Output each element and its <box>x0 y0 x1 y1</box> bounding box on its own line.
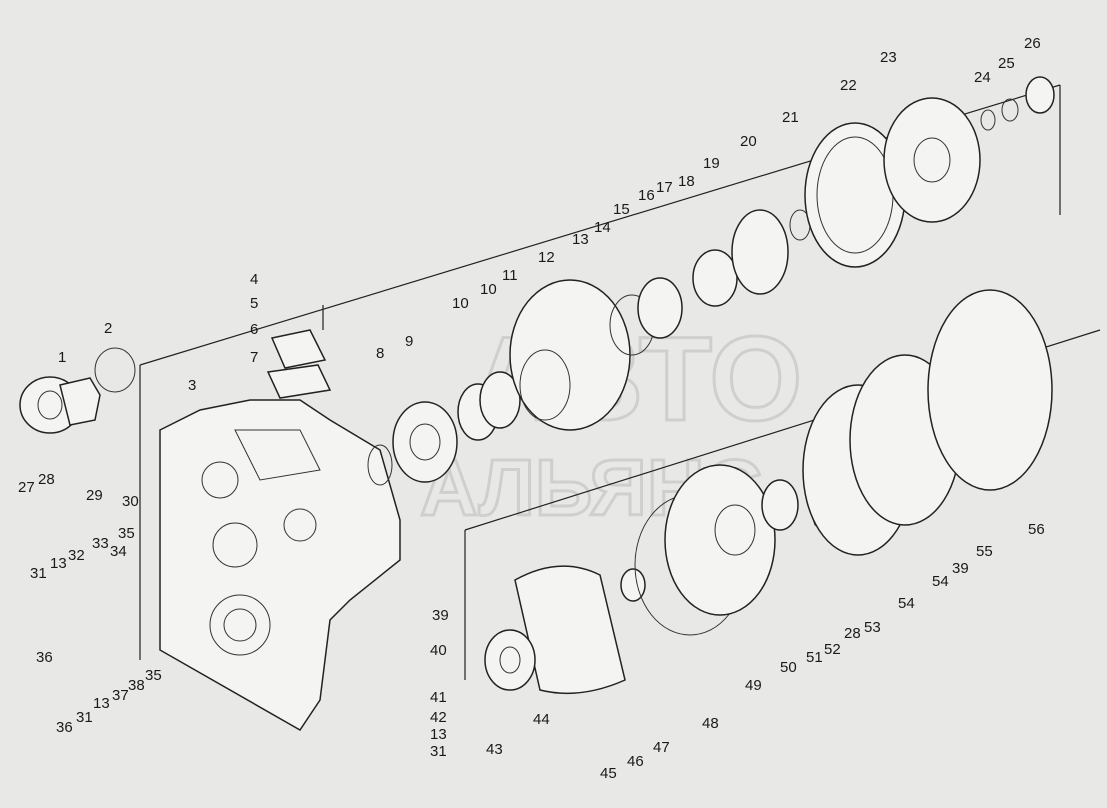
label-55: 55 <box>976 543 993 560</box>
label-31-bottom-left: 31 <box>76 709 93 726</box>
label-47: 47 <box>653 739 670 756</box>
label-46: 46 <box>627 753 644 770</box>
gear <box>392 401 458 483</box>
label-20: 20 <box>740 133 757 150</box>
label-3: 3 <box>188 377 196 394</box>
label-50: 50 <box>780 659 797 676</box>
label-21: 21 <box>782 109 799 126</box>
label-51: 51 <box>806 649 823 666</box>
label-44: 44 <box>533 711 550 728</box>
housing-56 <box>927 289 1053 491</box>
label-1: 1 <box>58 349 66 366</box>
label-23: 23 <box>880 49 897 66</box>
label-16: 16 <box>638 187 655 204</box>
plate <box>509 279 631 431</box>
label-53: 53 <box>864 619 881 636</box>
part-labels: 1 2 3 4 5 6 7 8 9 10 10 11 12 13 14 15 1… <box>18 35 1045 782</box>
label-6: 6 <box>250 321 258 338</box>
label-35-bottom: 35 <box>145 667 162 684</box>
label-13-top: 13 <box>572 231 589 248</box>
label-26: 26 <box>1024 35 1041 52</box>
label-36-upper: 36 <box>36 649 53 666</box>
label-2: 2 <box>104 320 112 337</box>
label-40: 40 <box>430 642 447 659</box>
washer-25 <box>1001 98 1019 122</box>
bearing-26 <box>1025 76 1055 114</box>
impeller-hub <box>913 137 951 183</box>
washer-24 <box>980 109 996 131</box>
gear-20 <box>731 209 789 295</box>
label-39-right: 39 <box>952 560 969 577</box>
bearing-46 <box>620 568 646 602</box>
cover-plate <box>266 305 332 399</box>
label-34: 34 <box>110 543 127 560</box>
label-54a: 54 <box>898 595 915 612</box>
impeller <box>883 97 981 223</box>
label-4: 4 <box>250 271 258 288</box>
pump-cover <box>664 464 776 616</box>
gasket <box>637 277 683 339</box>
label-35-top: 35 <box>118 525 135 542</box>
label-37: 37 <box>112 687 129 704</box>
o-ring <box>94 347 136 393</box>
label-33: 33 <box>92 535 109 552</box>
label-28-right: 28 <box>844 625 861 642</box>
label-22: 22 <box>840 77 857 94</box>
label-7: 7 <box>250 349 258 366</box>
flange-50 <box>761 479 799 531</box>
label-49: 49 <box>745 677 762 694</box>
label-17: 17 <box>656 179 673 196</box>
label-28: 28 <box>38 471 55 488</box>
label-29: 29 <box>86 487 103 504</box>
label-15: 15 <box>613 201 630 218</box>
label-43: 43 <box>486 741 503 758</box>
label-42: 42 <box>430 709 447 726</box>
label-48: 48 <box>702 715 719 732</box>
housing <box>159 399 401 731</box>
label-18: 18 <box>678 173 695 190</box>
label-19: 19 <box>703 155 720 172</box>
label-27: 27 <box>18 479 35 496</box>
label-5: 5 <box>250 295 258 312</box>
label-10a: 10 <box>452 295 469 312</box>
label-36-lower: 36 <box>56 719 73 736</box>
label-8: 8 <box>376 345 384 362</box>
torque-converter-housing <box>484 565 626 695</box>
label-10b: 10 <box>480 281 497 298</box>
label-11: 11 <box>502 267 518 284</box>
label-25: 25 <box>998 55 1015 72</box>
label-52: 52 <box>824 641 841 658</box>
label-56: 56 <box>1028 521 1045 538</box>
hub-19 <box>692 249 738 307</box>
label-31-left: 31 <box>30 565 47 582</box>
pump-cover-hub <box>714 504 756 556</box>
ring <box>367 444 393 486</box>
bearings <box>457 371 521 441</box>
label-38: 38 <box>128 677 145 694</box>
flange <box>19 376 101 434</box>
label-24: 24 <box>974 69 991 86</box>
label-45: 45 <box>600 765 617 782</box>
label-14: 14 <box>594 219 611 236</box>
label-39-left: 39 <box>432 607 449 624</box>
label-13-left: 13 <box>50 555 67 572</box>
label-30: 30 <box>122 493 139 510</box>
label-32: 32 <box>68 547 85 564</box>
label-12: 12 <box>538 249 555 266</box>
label-13-bottom-left: 13 <box>93 695 110 712</box>
label-9: 9 <box>405 333 413 350</box>
label-13-bottom: 13 <box>430 726 447 743</box>
label-31-bottom: 31 <box>430 743 447 760</box>
label-54b: 54 <box>932 573 949 590</box>
label-41: 41 <box>430 689 447 706</box>
